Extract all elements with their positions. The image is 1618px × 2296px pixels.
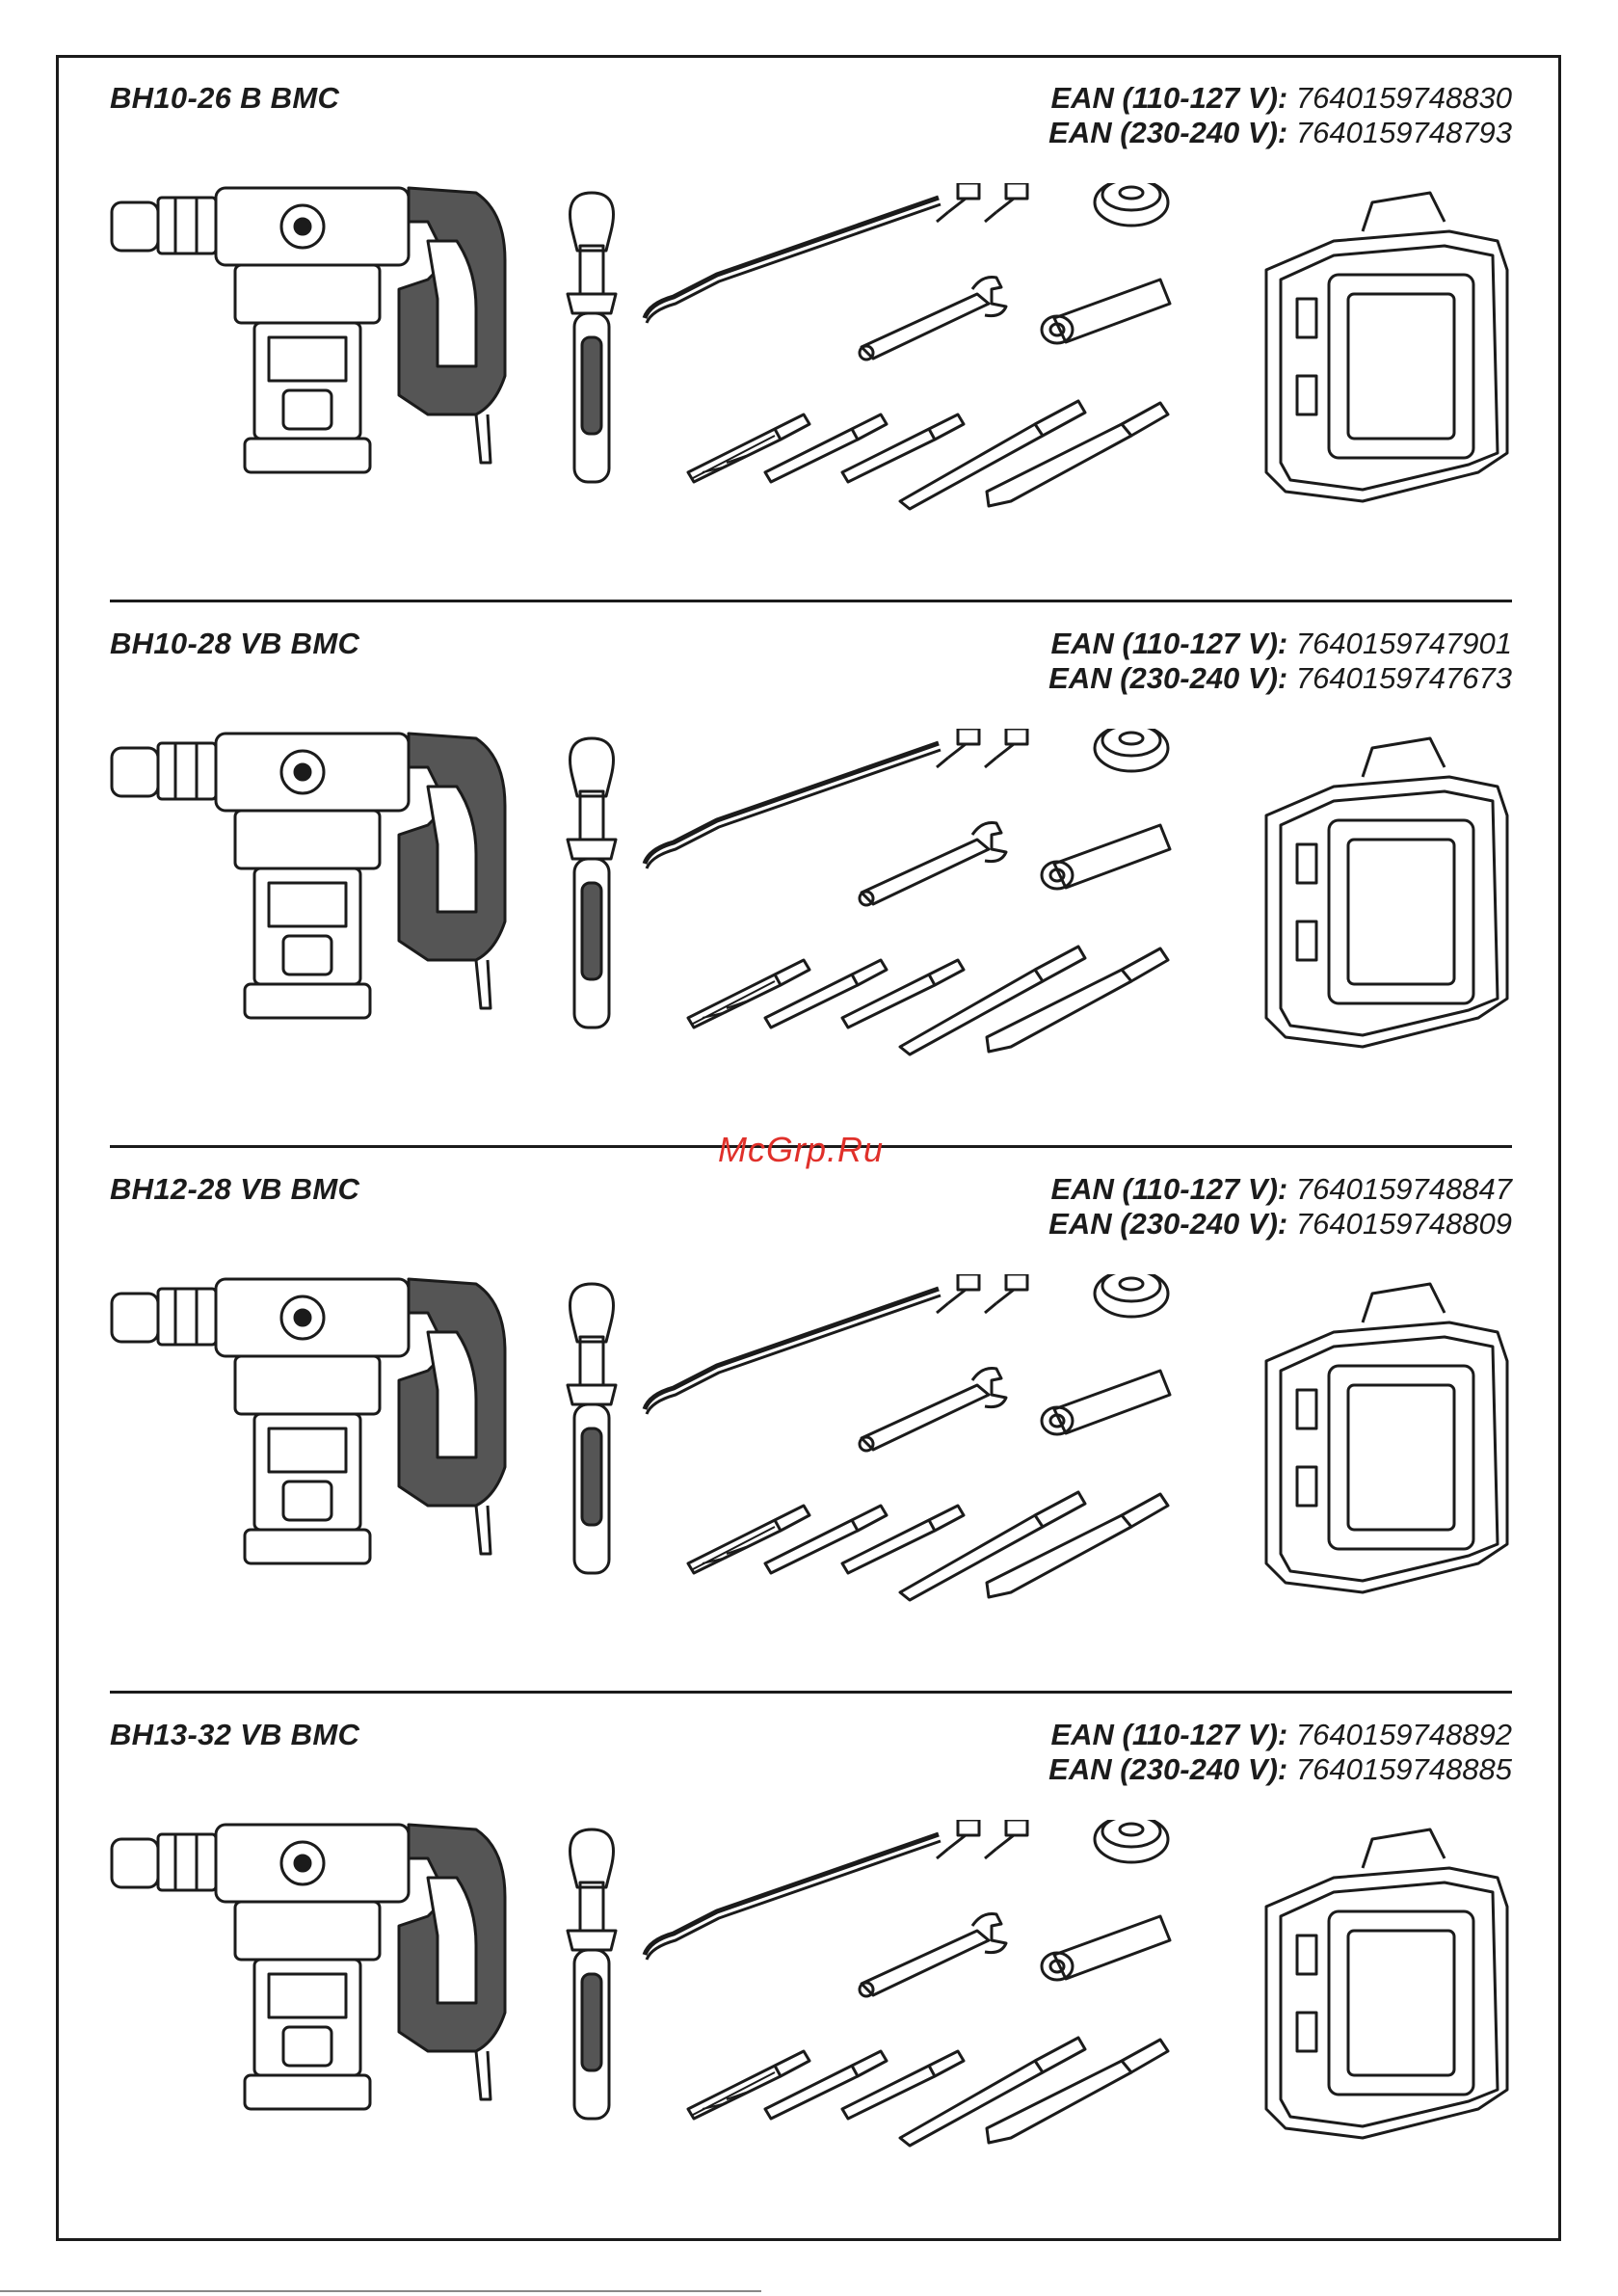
- grease-tube-icon: [1040, 823, 1172, 891]
- side-handle-icon: [566, 736, 618, 1029]
- drill-bits-icon: [686, 413, 966, 484]
- chisels-icon: [898, 945, 1170, 1056]
- carbon-brushes-icon: [936, 1274, 1029, 1315]
- model-name: BH10-26 B BMC: [110, 81, 340, 115]
- drill-bits-icon: [686, 1504, 966, 1575]
- carrying-case-icon: [1264, 1828, 1509, 2140]
- rotary-hammer-icon: [110, 186, 507, 474]
- grease-tube-icon: [1040, 278, 1172, 345]
- side-handle-icon: [566, 191, 618, 484]
- page-frame: [56, 55, 1561, 2241]
- product-section-3: BH12-28 VB BMC EAN (110-127 V): 76401597…: [110, 1159, 1512, 1660]
- product-kit-illustration: [110, 729, 1509, 1056]
- ean-230-240v: EAN (230-240 V): 7640159748885: [1048, 1752, 1512, 1786]
- rotary-hammer-icon: [110, 1823, 507, 2111]
- depth-gauge-rod-icon: [642, 1286, 940, 1410]
- chuck-wrench-icon: [858, 276, 1008, 361]
- bottom-line: [0, 2290, 761, 2292]
- chisels-icon: [898, 1490, 1170, 1602]
- ean-230-240v: EAN (230-240 V): 7640159747673: [1048, 661, 1512, 695]
- ean-110-127v: EAN (110-127 V): 7640159748892: [1050, 1718, 1512, 1751]
- product-kit-illustration: [110, 183, 1509, 511]
- chuck-wrench-icon: [858, 1367, 1008, 1453]
- carrying-case-icon: [1264, 1282, 1509, 1594]
- side-handle-icon: [566, 1282, 618, 1575]
- ean-110-127v: EAN (110-127 V): 7640159748847: [1050, 1172, 1512, 1206]
- depth-gauge-rod-icon: [642, 195, 940, 319]
- carrying-case-icon: [1264, 191, 1509, 503]
- side-handle-icon: [566, 1828, 618, 2121]
- drill-bits-icon: [686, 2049, 966, 2121]
- product-section-4: BH13-32 VB BMC EAN (110-127 V): 76401597…: [110, 1704, 1512, 2205]
- product-section-1: BH10-26 B BMC EAN (110-127 V): 764015974…: [110, 67, 1512, 569]
- product-kit-illustration: [110, 1274, 1509, 1602]
- product-section-2: BH10-28 VB BMC EAN (110-127 V): 76401597…: [110, 613, 1512, 1114]
- depth-gauge-rod-icon: [642, 1831, 940, 1956]
- chisels-icon: [898, 399, 1170, 511]
- dust-cap-icon: [1093, 1274, 1170, 1319]
- watermark: McGrp.Ru: [718, 1130, 885, 1169]
- dust-cap-icon: [1093, 183, 1170, 227]
- carbon-brushes-icon: [936, 183, 1029, 224]
- carrying-case-icon: [1264, 736, 1509, 1049]
- chuck-wrench-icon: [858, 821, 1008, 907]
- carbon-brushes-icon: [936, 729, 1029, 769]
- model-name: BH12-28 VB BMC: [110, 1172, 360, 1206]
- dust-cap-icon: [1093, 729, 1170, 773]
- carbon-brushes-icon: [936, 1820, 1029, 1860]
- rotary-hammer-icon: [110, 732, 507, 1020]
- product-kit-illustration: [110, 1820, 1509, 2148]
- section-divider: [110, 1691, 1512, 1694]
- dust-cap-icon: [1093, 1820, 1170, 1864]
- section-divider: [110, 1145, 1512, 1148]
- drill-bits-icon: [686, 958, 966, 1029]
- ean-110-127v: EAN (110-127 V): 7640159747901: [1050, 627, 1512, 660]
- ean-110-127v: EAN (110-127 V): 7640159748830: [1050, 81, 1512, 115]
- model-name: BH13-32 VB BMC: [110, 1718, 360, 1751]
- grease-tube-icon: [1040, 1914, 1172, 1982]
- chuck-wrench-icon: [858, 1912, 1008, 1998]
- grease-tube-icon: [1040, 1369, 1172, 1436]
- model-name: BH10-28 VB BMC: [110, 627, 360, 660]
- chisels-icon: [898, 2036, 1170, 2148]
- rotary-hammer-icon: [110, 1277, 507, 1565]
- section-divider: [110, 600, 1512, 602]
- ean-230-240v: EAN (230-240 V): 7640159748809: [1048, 1207, 1512, 1241]
- ean-230-240v: EAN (230-240 V): 7640159748793: [1048, 116, 1512, 149]
- depth-gauge-rod-icon: [642, 740, 940, 865]
